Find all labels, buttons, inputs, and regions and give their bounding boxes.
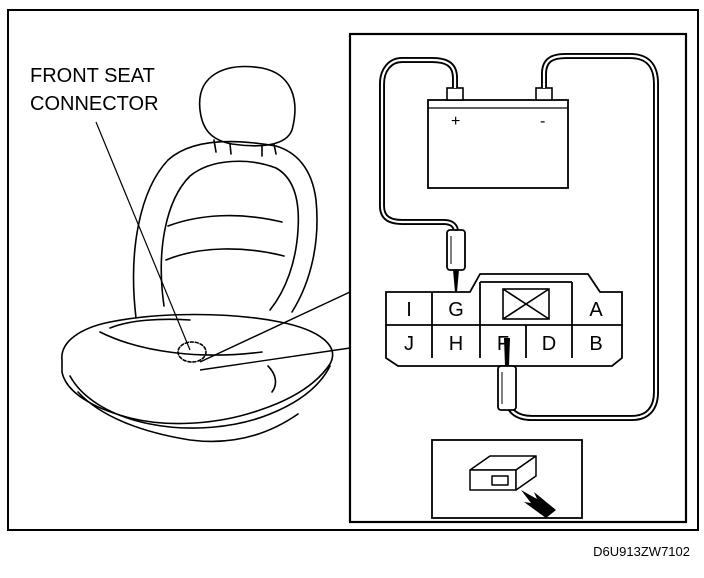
battery [427,87,569,189]
pin-label-a: A [589,299,603,321]
wire-negative [505,53,659,421]
battery-negative-terminal [535,87,553,101]
probe-positive [446,229,466,292]
wire-positive [379,57,459,233]
blank-cavity-mark [502,288,550,320]
zoom-guide-lines [199,291,351,371]
seat-illustration [61,65,334,443]
connector-block-icon [469,455,537,491]
pin-label-g: G [448,299,464,321]
callout-line-2: CONNECTOR [30,93,159,115]
callout-leader-line [95,121,191,351]
connector-face [385,273,623,367]
pin-label-i: I [406,299,412,321]
figure-code: D6U913ZW7102 [593,544,690,559]
pin-label-d: D [542,333,556,355]
pin-label-h: H [449,333,463,355]
battery-positive-label: + [451,113,460,130]
probe-negative [497,338,517,411]
pin-label-j: J [404,333,414,355]
insert-arrow-icon [521,490,556,518]
battery-positive-terminal [446,87,464,101]
battery-negative-label: - [540,113,545,130]
callout-line-1: FRONT SEAT [30,65,155,87]
pin-label-b: B [589,333,602,355]
outer-frame [7,9,699,531]
